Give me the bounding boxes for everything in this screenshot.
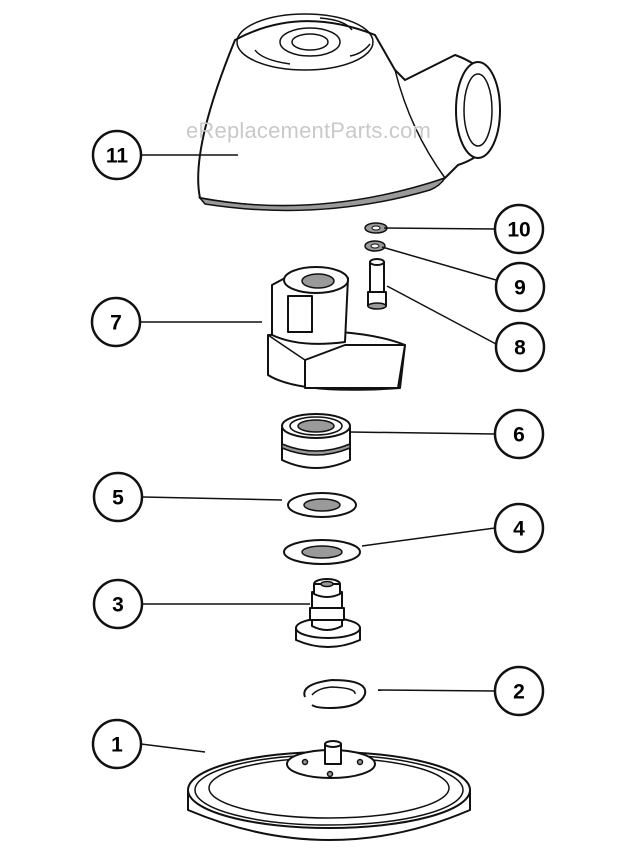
leader-line-5 — [142, 496, 283, 501]
callout-label-5: 5 — [112, 487, 124, 510]
callout-label-8: 8 — [514, 337, 526, 360]
small-washer-part — [364, 222, 388, 234]
callout-8: 8 — [494, 321, 546, 373]
callout-label-9: 9 — [514, 277, 526, 300]
callout-label-6: 6 — [513, 424, 525, 447]
leader-lines — [140, 154, 497, 753]
callout-4: 4 — [493, 502, 545, 554]
watermark-text: eReplacementParts.com — [186, 118, 432, 143]
cap-screw-part — [367, 258, 387, 310]
callout-11: 11 — [91, 129, 143, 181]
lock-washer-part — [364, 240, 386, 252]
leader-line-4 — [361, 527, 496, 547]
callout-label-2: 2 — [513, 681, 525, 704]
callout-label-1: 1 — [111, 734, 123, 757]
leader-line-6 — [349, 431, 496, 435]
leader-line-10 — [383, 227, 496, 230]
callout-2: 2 — [493, 665, 545, 717]
callout-label-3: 3 — [112, 594, 124, 617]
callout-6: 6 — [493, 408, 545, 460]
bearing-part — [281, 413, 351, 469]
callout-1: 1 — [91, 718, 143, 770]
backing-pad-part — [187, 740, 471, 841]
spindle-part — [295, 578, 361, 648]
callout-label-11: 11 — [106, 145, 129, 168]
counterweight-part — [267, 266, 406, 391]
callout-3: 3 — [92, 578, 144, 630]
washer-upper-part — [287, 492, 357, 518]
callout-label-4: 4 — [513, 518, 525, 541]
retaining-ring-part — [303, 679, 367, 709]
callout-10: 10 — [493, 203, 545, 255]
callout-9: 9 — [494, 261, 546, 313]
callout-7: 7 — [90, 296, 142, 348]
leader-line-1 — [140, 743, 206, 753]
callout-label-10: 10 — [507, 219, 530, 242]
leader-line-9 — [381, 246, 497, 281]
leader-line-2 — [377, 689, 496, 692]
housing-part — [197, 13, 501, 212]
callout-label-7: 7 — [110, 312, 122, 335]
callout-5: 5 — [92, 471, 144, 523]
leader-line-8 — [386, 285, 497, 345]
washer-lower-part — [283, 539, 361, 565]
